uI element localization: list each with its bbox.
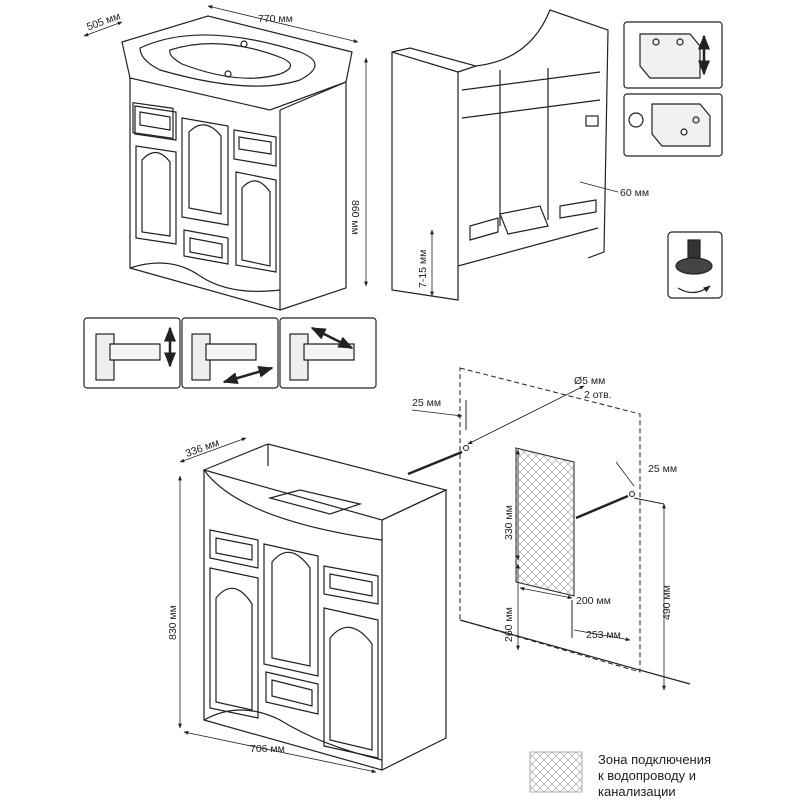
- top-height-label: 860 мм: [349, 200, 361, 235]
- bottom-width-label: 706 мм: [250, 743, 285, 755]
- cabinet-with-sink-drawing: [83, 5, 368, 311]
- bottom-depth-label: 336 мм: [184, 437, 221, 460]
- holes-height-label: 490 мм: [661, 585, 673, 620]
- bottom-height-label: 830 мм: [167, 605, 179, 640]
- wall-right-margin-label: 25 мм: [648, 463, 677, 475]
- cabinet-body-drawing: [178, 437, 448, 773]
- hinge-inset-1: [83, 317, 181, 389]
- legend-line-3: канализации: [598, 784, 676, 799]
- connection-zone: [515, 447, 575, 597]
- legend-swatch: [529, 751, 583, 793]
- top-depth-label: 505 мм: [85, 10, 122, 33]
- top-width-label: 770 мм: [258, 13, 293, 25]
- zone-height-label: 330 мм: [503, 505, 515, 540]
- zone-width-label: 200 мм: [576, 595, 611, 607]
- zone-offset-label: 253 мм: [586, 629, 621, 641]
- wall-mounting-scheme: [407, 367, 691, 691]
- hole-count-label: 2 отв.: [584, 389, 612, 401]
- cabinet-frame-drawing: [391, 9, 619, 301]
- hinge-adjust-inset-bottom: [623, 93, 723, 157]
- legend-line-1: Зона подключения: [598, 752, 711, 767]
- side-gap-label: 7-15 мм: [417, 250, 429, 288]
- hinge-inset-3: [279, 317, 377, 389]
- leveling-foot-inset: [667, 231, 723, 299]
- hinge-inset-2: [181, 317, 279, 389]
- zone-bottom-label: 260 мм: [503, 607, 515, 642]
- hole-diameter-label: Ø5 мм: [574, 375, 605, 387]
- legend-line-2: к водопроводу и: [598, 768, 696, 783]
- wall-left-margin-label: 25 мм: [412, 397, 441, 409]
- hinge-adjust-inset-top: [623, 21, 723, 89]
- side-offset-label: 60 мм: [620, 187, 649, 199]
